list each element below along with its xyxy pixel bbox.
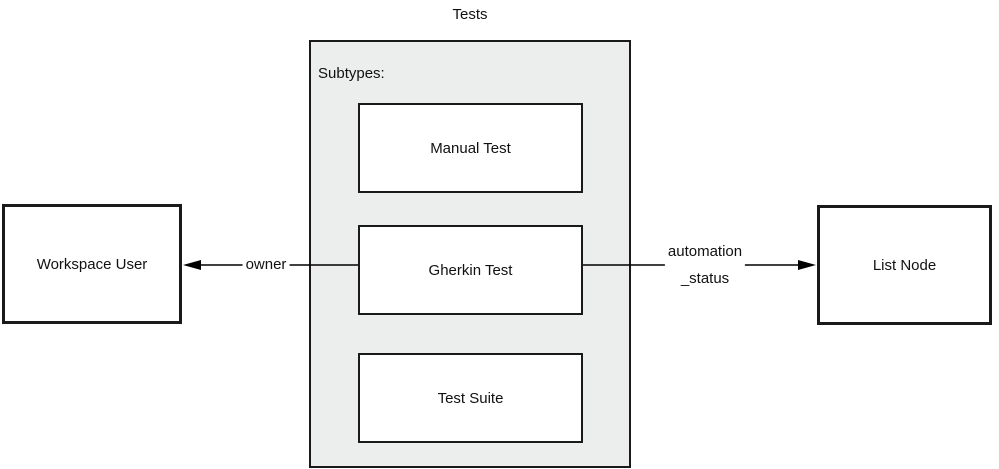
subtypes-label: Subtypes: — [318, 65, 385, 82]
node-list-node: List Node — [817, 205, 992, 325]
node-workspace-user-label: Workspace User — [36, 255, 148, 273]
node-list-node-label: List Node — [872, 256, 937, 274]
node-manual-test: Manual Test — [358, 103, 583, 193]
group-title: Tests — [452, 6, 488, 23]
automation-status-edge-label-line2: _status — [680, 270, 730, 287]
node-workspace-user: Workspace User — [2, 204, 182, 324]
automation-status-arrowhead-icon — [798, 260, 816, 270]
automation-status-edge-label-line1: automation — [667, 243, 743, 260]
node-test-suite: Test Suite — [358, 353, 583, 443]
node-gherkin-test: Gherkin Test — [358, 225, 583, 315]
node-test-suite-label: Test Suite — [437, 389, 504, 407]
owner-arrowhead-icon — [183, 260, 201, 270]
node-manual-test-label: Manual Test — [430, 139, 511, 157]
automation-status-edge-label: automation _status — [664, 238, 746, 292]
node-gherkin-test-label: Gherkin Test — [428, 261, 513, 279]
owner-edge-label: owner — [242, 255, 290, 275]
